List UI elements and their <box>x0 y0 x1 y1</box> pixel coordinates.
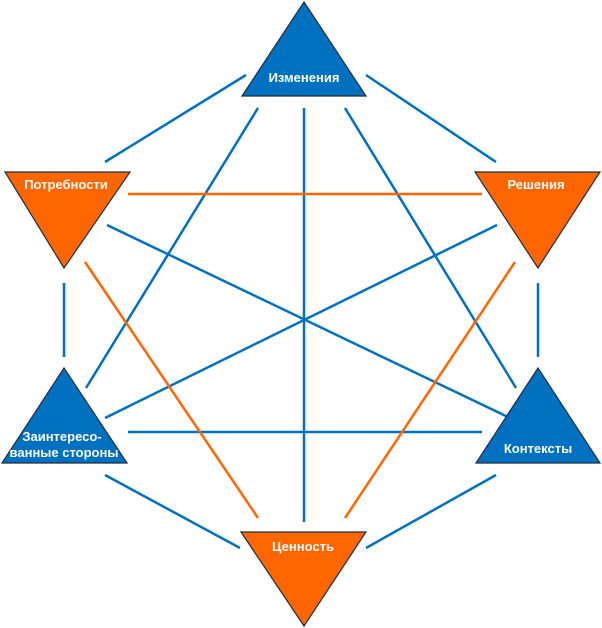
solutions-label: Решения <box>507 177 564 192</box>
value-triangle <box>239 531 368 628</box>
orange-connectors <box>83 192 517 519</box>
changes-label: Изменения <box>269 70 340 85</box>
connector-solutions-value <box>343 261 517 519</box>
contexts-triangle <box>474 366 602 464</box>
connector-needs-contexts <box>106 223 511 420</box>
stakeholders-label-line2: ванные стороны <box>10 445 119 460</box>
contexts-label: Контексты <box>504 441 572 456</box>
changes-triangle <box>240 0 368 97</box>
connector-contexts-value <box>365 473 497 550</box>
stakeholders-label-line1: Заинтересо- <box>22 429 101 444</box>
connector-changes-contexts <box>343 107 518 389</box>
blue-connectors <box>62 73 540 550</box>
needs-triangle <box>3 171 132 270</box>
connector-needs-value <box>83 261 260 519</box>
connector-stakeholders-value <box>104 473 241 550</box>
stakeholders-triangle <box>0 366 129 464</box>
needs-label: Потребности <box>24 177 108 192</box>
connector-changes-solutions <box>365 73 497 164</box>
connector-changes-stakeholders <box>84 107 260 389</box>
solutions-triangle <box>473 171 602 270</box>
connector-changes-needs <box>104 73 247 164</box>
value-label: Ценность <box>272 539 334 554</box>
connector-stakeholders-solutions <box>104 223 498 420</box>
